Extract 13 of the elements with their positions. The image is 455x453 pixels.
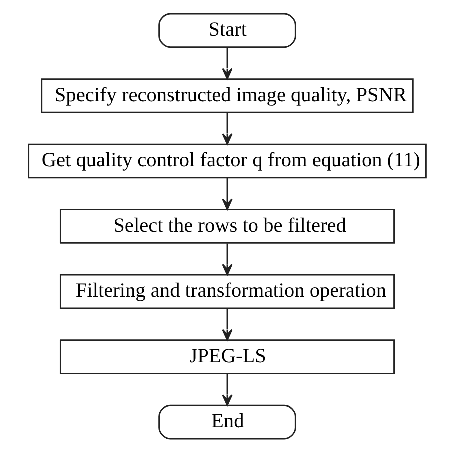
arrow [222,374,233,406]
node-box: Get quality control factor q from equation (11) [28,144,427,179]
arrow [222,308,233,341]
node-box: End [158,404,296,440]
node-box: Filtering and transformation operation [60,274,396,310]
node-box: Start [158,13,296,48]
arrow [222,244,233,276]
arrow [222,178,233,210]
node-box: Specify reconstructed image quality, PSNR [41,78,414,114]
node-box: JPEG-LS [60,340,396,374]
node-box: Select the rows to be filtered [60,209,396,244]
arrow [222,48,233,80]
arrow [222,113,233,145]
